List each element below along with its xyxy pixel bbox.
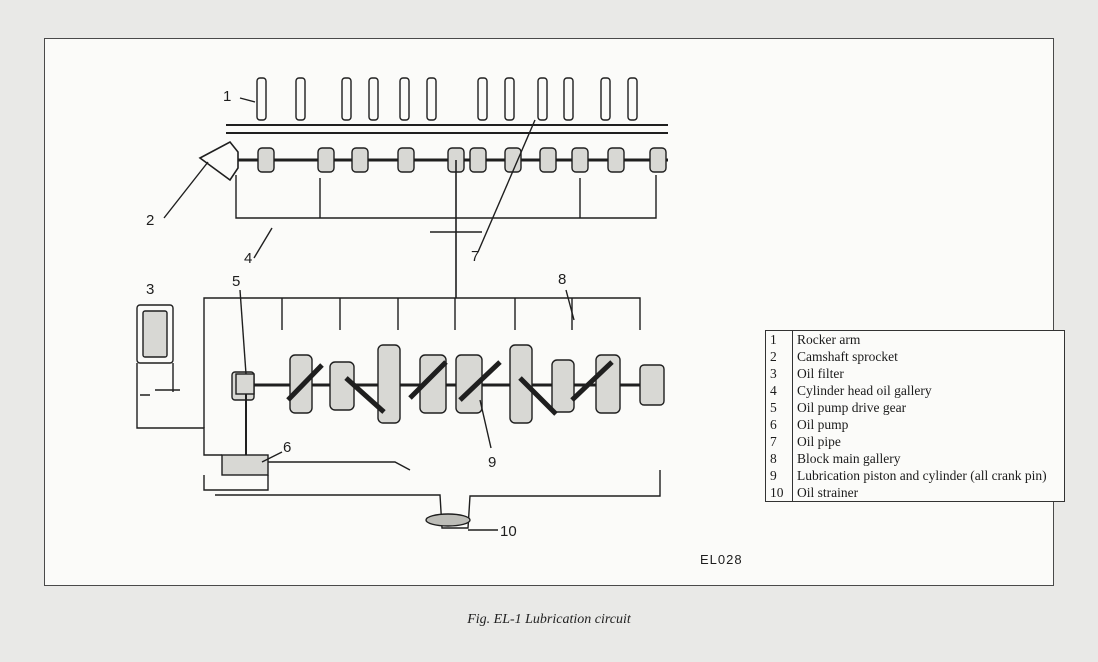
oil-pump-drive-gear <box>235 373 255 395</box>
callout-10: 10 <box>500 523 517 540</box>
legend-row: 1 Rocker arm <box>766 331 1064 348</box>
cylinder-head-oil-gallery <box>235 175 657 219</box>
oil-pump <box>221 454 269 476</box>
legend-text: Rocker arm <box>797 332 861 347</box>
legend-number: 4 <box>766 382 793 399</box>
callout-5: 5 <box>232 273 240 290</box>
legend-row: 3 Oil filter <box>766 365 1064 382</box>
figure-caption: Fig. EL-1 Lubrication circuit <box>467 612 631 627</box>
legend-row: 5 Oil pump drive gear <box>766 399 1064 416</box>
callout-9: 9 <box>488 454 496 471</box>
block-main-gallery <box>203 297 641 428</box>
crankshaft <box>231 344 665 424</box>
camshaft <box>198 140 668 182</box>
oil-strainer <box>425 513 471 527</box>
legend-row: 4 Cylinder head oil gallery <box>766 382 1064 399</box>
callout-3: 3 <box>146 281 154 298</box>
legend-number: 7 <box>766 433 793 450</box>
legend-text: Camshaft sprocket <box>797 349 898 364</box>
oil-pan <box>215 470 661 529</box>
figure-code: EL028 <box>700 552 743 567</box>
callout-4: 4 <box>244 250 252 267</box>
legend-text: Oil strainer <box>797 485 859 500</box>
legend-number: 3 <box>766 365 793 382</box>
legend-row: 2 Camshaft sprocket <box>766 348 1064 365</box>
legend-row: 6 Oil pump <box>766 416 1064 433</box>
legend-row: 7 Oil pipe <box>766 433 1064 450</box>
camshaft-sprocket <box>198 140 239 182</box>
callout-2: 2 <box>146 212 154 229</box>
legend-text: Oil pump <box>797 417 849 432</box>
legend-text: Oil filter <box>797 366 844 381</box>
oil-filter <box>136 304 180 396</box>
callout-6: 6 <box>283 439 291 456</box>
callout-8: 8 <box>558 271 566 288</box>
legend-number: 2 <box>766 348 793 365</box>
legend-number: 10 <box>766 484 793 501</box>
legend-row: 10 Oil strainer <box>766 484 1064 501</box>
legend-row: 8 Block main gallery <box>766 450 1064 467</box>
rocker-arms <box>256 77 638 121</box>
callout-1: 1 <box>223 88 231 105</box>
legend-number: 9 <box>766 467 793 484</box>
legend-text: Oil pipe <box>797 434 841 449</box>
legend-row: 9 Lubrication piston and cylinder (all cr… <box>766 467 1064 484</box>
legend-text: Oil pump drive gear <box>797 400 907 415</box>
legend-text: Block main gallery <box>797 451 901 466</box>
parts-legend: 1 Rocker arm 2 Camshaft sprocket 3 Oil filter… <box>765 330 1065 502</box>
legend-text: Lubrication piston and cylinder (all cra… <box>797 468 1047 483</box>
legend-text: Cylinder head oil gallery <box>797 383 932 398</box>
legend-number: 6 <box>766 416 793 433</box>
callout-7: 7 <box>471 248 479 265</box>
legend-number: 8 <box>766 450 793 467</box>
legend-number: 1 <box>766 331 793 348</box>
legend-number: 5 <box>766 399 793 416</box>
